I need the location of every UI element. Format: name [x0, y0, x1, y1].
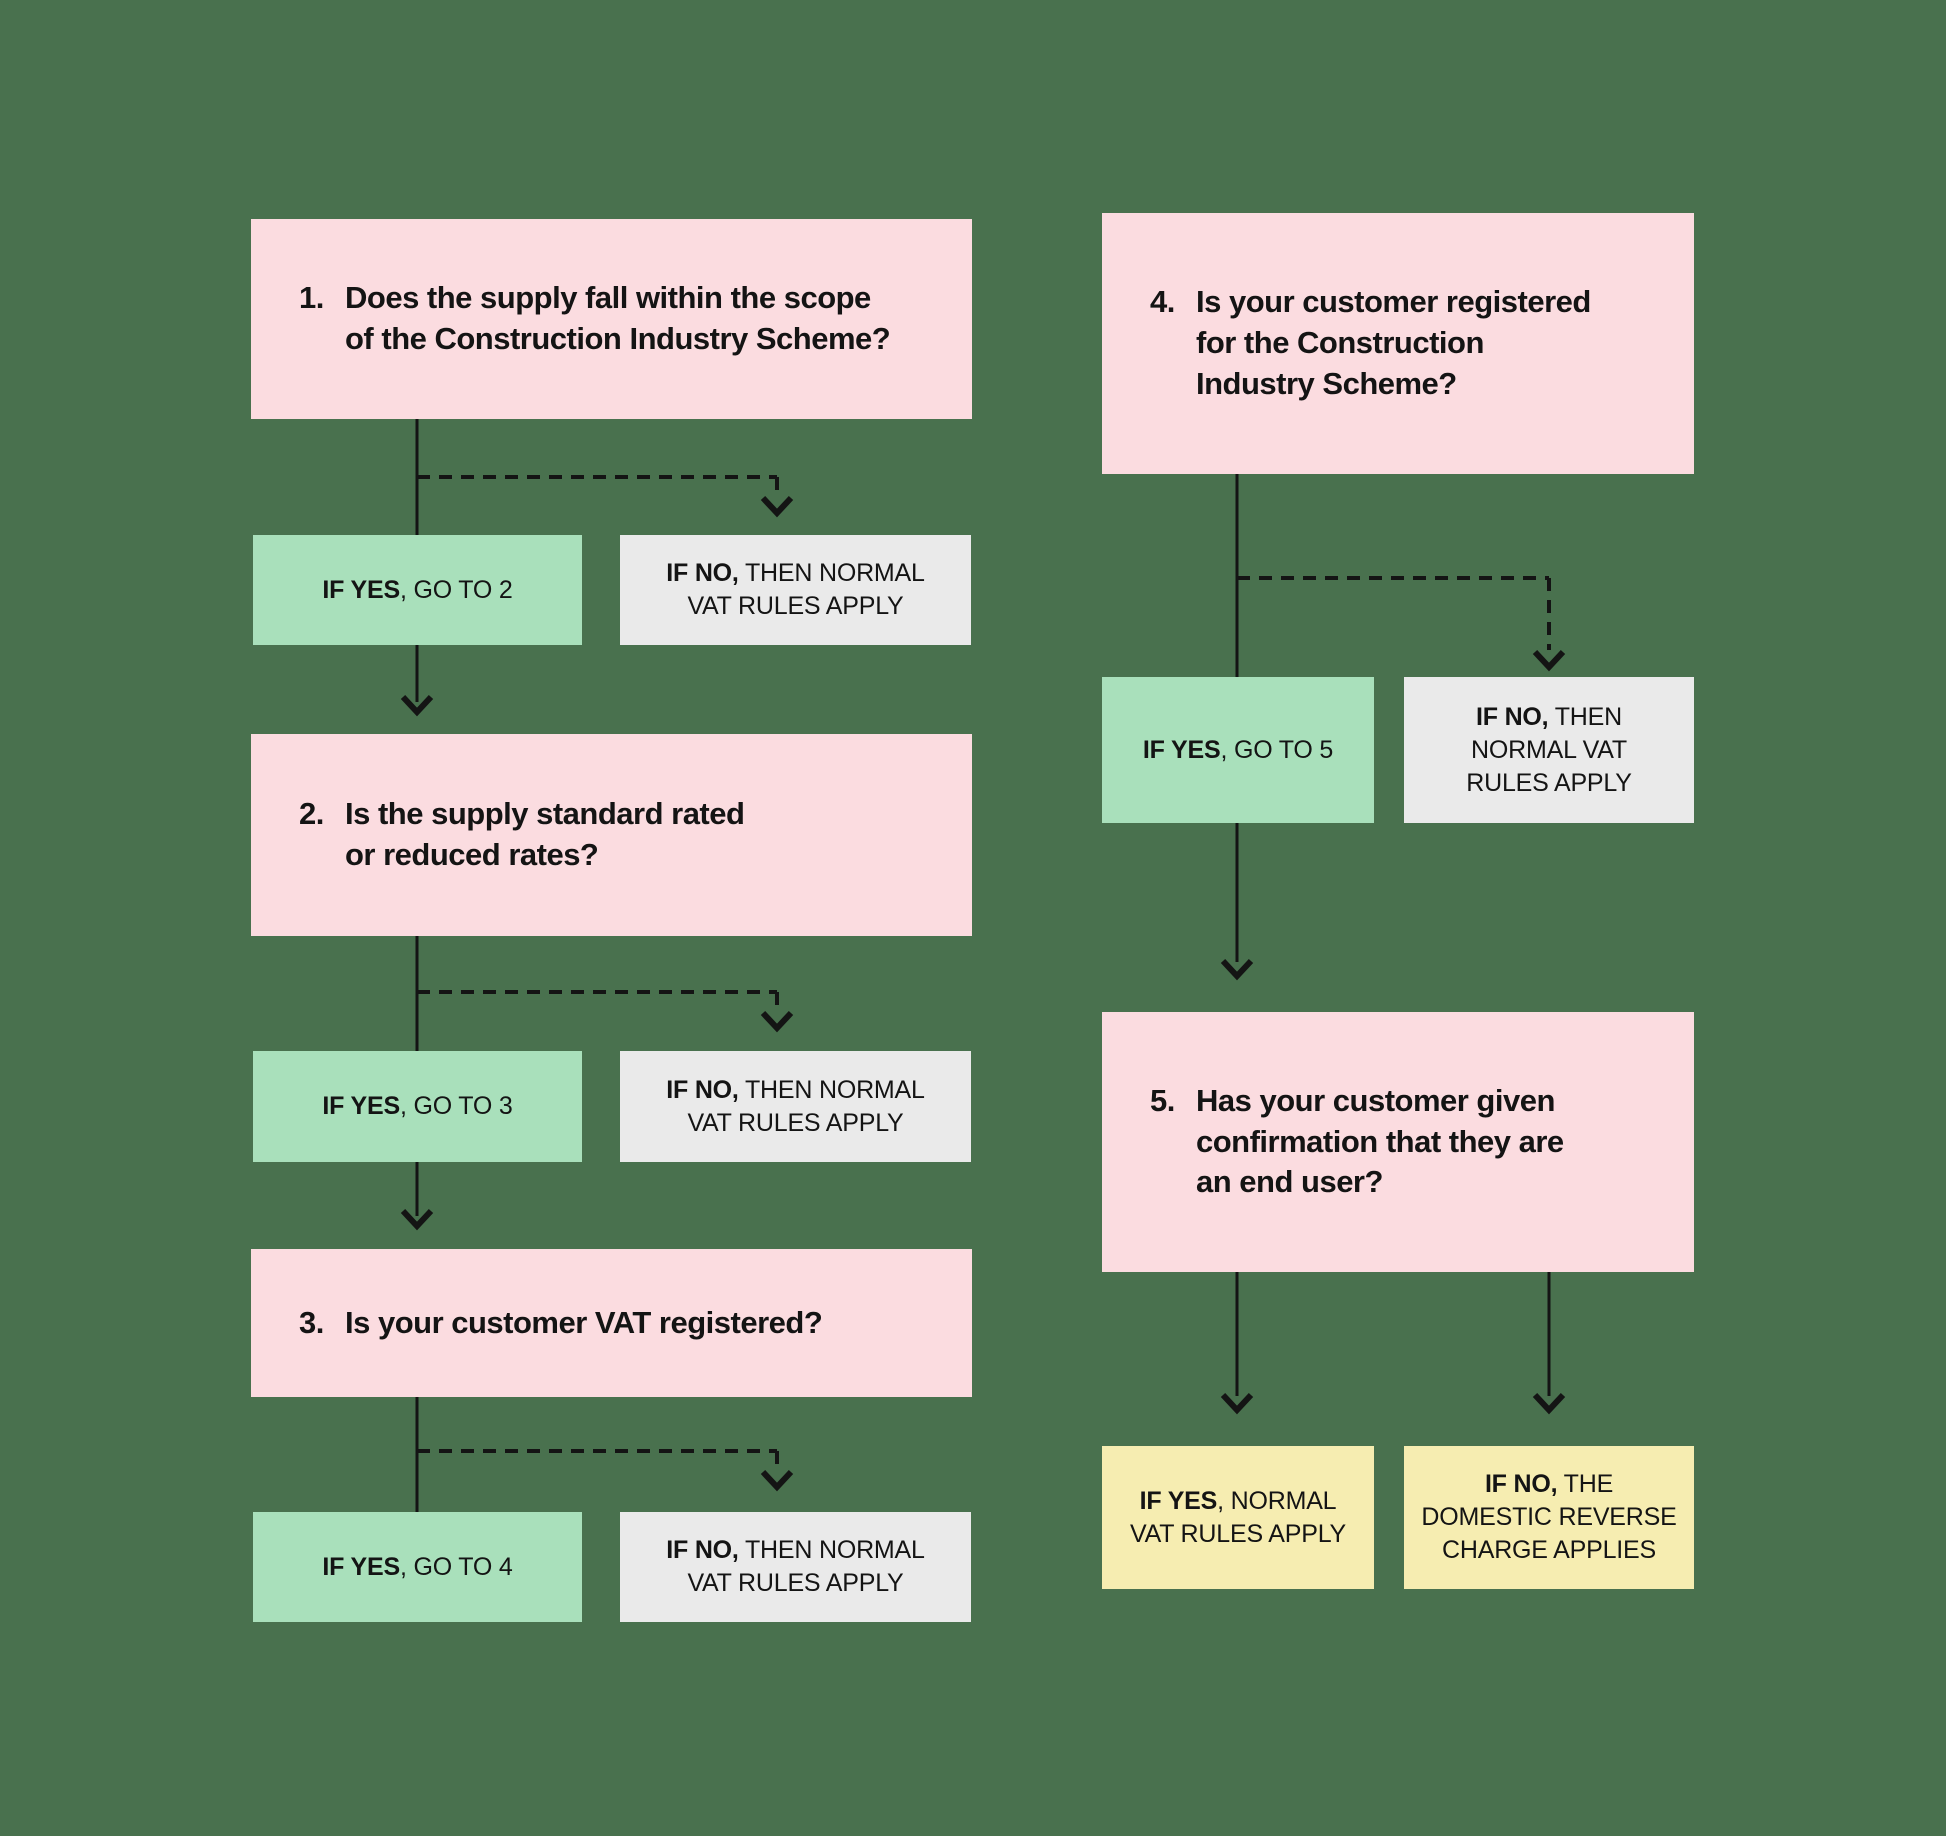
answer-no-3-lead: IF NO,	[666, 1536, 739, 1564]
answer-yes-2-rest: , GO TO 3	[399, 1092, 513, 1120]
answer-yes-4-box: IF YES, GO TO 5	[1102, 677, 1374, 823]
answer-yes-3-lead: IF YES	[322, 1552, 400, 1581]
answer-no-2-lead: IF NO,	[666, 1075, 739, 1104]
answer-yes-2-box: IF YES, GO TO 3	[253, 1051, 582, 1162]
answer-no-1-rest: THEN NORMAL VAT RULES APPLY	[687, 559, 925, 620]
outcome-no-5-box: IF NO, THE DOMESTIC REVERSE CHARGE APPLI…	[1404, 1446, 1694, 1589]
arrowhead-q1-no-icon	[760, 495, 794, 518]
answer-yes-3-box: IF YES, GO TO 4	[253, 1512, 582, 1622]
answer-yes-2-lead: IF YES	[322, 1092, 400, 1120]
answer-yes-4-lead: IF YES	[1142, 735, 1221, 764]
arrowhead-q4-no-icon	[1532, 649, 1566, 672]
outcome-no-5-rest: THE DOMESTIC REVERSE CHARGE APPLIES	[1421, 1470, 1677, 1564]
question-2-box: 2. Is the supply standard rated or reduc…	[251, 734, 972, 936]
answer-yes-1-rest: , GO TO 2	[399, 575, 513, 604]
answer-no-1-box: IF NO, THEN NORMAL VAT RULES APPLY	[620, 535, 971, 645]
question-4-number: 4.	[1150, 284, 1175, 320]
answer-no-2-box: IF NO, THEN NORMAL VAT RULES APPLY	[620, 1051, 971, 1162]
question-3-box: 3. Is your customer VAT registered?	[251, 1249, 972, 1397]
question-5-text: Has your customer given confirmation tha…	[1196, 1082, 1564, 1200]
question-1-box: 1. Does the supply fall within the scope…	[251, 219, 972, 419]
question-3-text: Is your customer VAT registered?	[345, 1304, 823, 1340]
question-4-box: 4. Is your customer registered for the C…	[1102, 213, 1694, 474]
answer-yes-4-rest: , GO TO 5	[1220, 735, 1334, 764]
question-5-box: 5. Has your customer given confirmation …	[1102, 1012, 1694, 1272]
arrowhead-q3-no-icon	[760, 1469, 794, 1492]
arrowhead-yes2-q3-icon	[400, 1208, 434, 1231]
outcome-yes-5-lead: IF YES	[1139, 1486, 1218, 1515]
outcome-yes-5-box: IF YES, NORMAL VAT RULES APPLY	[1102, 1446, 1374, 1589]
answer-yes-3-rest: , GO TO 4	[399, 1552, 513, 1581]
outcome-yes-5-rest: , NORMAL VAT RULES APPLY	[1129, 1486, 1347, 1548]
arrowhead-yes4-q5-icon	[1220, 958, 1254, 981]
answer-no-1-lead: IF NO,	[666, 559, 739, 587]
question-5-number: 5.	[1150, 1082, 1175, 1118]
arrowhead-q5-no-icon	[1532, 1392, 1566, 1415]
question-1-number: 1.	[299, 280, 324, 316]
answer-yes-1-lead: IF YES	[322, 575, 400, 604]
question-1-text: Does the supply fall within the scope of…	[345, 280, 891, 356]
arrowhead-q2-no-icon	[760, 1010, 794, 1033]
answer-no-2-rest: THEN NORMAL VAT RULES APPLY	[687, 1075, 925, 1137]
question-2-number: 2.	[299, 796, 324, 832]
outcome-no-5-lead: IF NO,	[1484, 1470, 1558, 1498]
question-4-text: Is your customer registered for the Cons…	[1196, 284, 1591, 401]
answer-no-4-rest: THEN NORMAL VAT RULES APPLY	[1466, 702, 1632, 797]
answer-yes-1-box: IF YES, GO TO 2	[253, 535, 582, 645]
answer-no-3-rest: THEN NORMAL VAT RULES APPLY	[687, 1536, 925, 1597]
question-3-number: 3.	[299, 1304, 324, 1340]
arrowhead-q5-yes-icon	[1220, 1392, 1254, 1415]
arrowhead-yes1-q2-icon	[400, 694, 434, 717]
answer-no-3-box: IF NO, THEN NORMAL VAT RULES APPLY	[620, 1512, 971, 1622]
answer-no-4-lead: IF NO,	[1476, 702, 1549, 731]
answer-no-4-box: IF NO, THEN NORMAL VAT RULES APPLY	[1404, 677, 1694, 823]
question-2-text: Is the supply standard rated or reduced …	[345, 796, 745, 872]
